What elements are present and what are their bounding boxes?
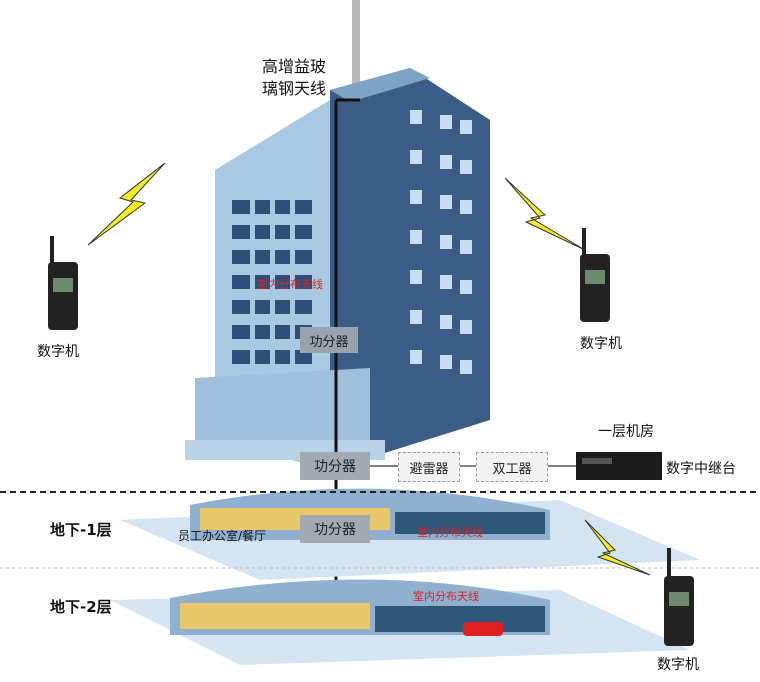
radio-icon [664,548,694,646]
splitter-basement: 功分器 [300,515,370,543]
lightning-bolt-icon [584,519,651,576]
radio-icon [580,228,610,322]
indoor-antenna-label-b2: 室内分布天线 [413,590,479,603]
repeater-device [576,452,662,480]
lightning-bolt-icon [87,162,166,246]
antenna-mast [352,0,360,110]
antenna-label: 高增益玻 璃钢天线 [262,57,327,98]
radio-label-left: 数字机 [37,344,79,360]
car-icon [463,622,503,636]
indoor-antenna-label-b1: 室内分布天线 [417,526,483,539]
b1-area-label: 员工办公室/餐厅 [178,529,267,543]
splitter-top: 功分器 [300,327,358,353]
floor-label-b2: 地下-2层 [50,598,112,616]
floor-label-b1: 地下-1层 [50,521,112,539]
splitter-ground: 功分器 [300,452,370,480]
radio-label-bottom: 数字机 [657,657,699,673]
basement-2 [110,579,690,665]
lightning-arrester: 避雷器 [398,452,460,482]
radio-label-right: 数字机 [580,336,622,352]
basement-1 [120,488,700,580]
repeater-label: 数字中继台 [666,461,736,477]
radio-icon [48,236,78,330]
indoor-antenna-label-building: 室内分布天线 [257,278,323,291]
machine-room-label: 一层机房 [598,424,654,440]
duplexer: 双工器 [476,452,548,482]
building [185,68,490,470]
lightning-bolt-icon [504,177,586,251]
